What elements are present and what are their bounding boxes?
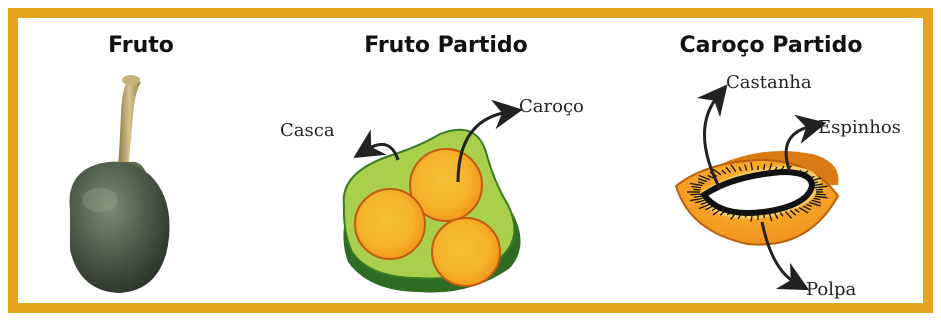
spine [750,162,753,171]
spine [690,193,701,196]
spine [730,164,737,173]
spine [689,197,703,202]
spine [784,210,792,219]
label-castanha: Castanha [726,72,812,93]
spine [738,166,742,172]
spine [802,205,811,211]
spine [719,209,727,216]
spine [805,175,815,181]
split-fruit-illustration [342,128,521,293]
spine [763,213,766,219]
spine [725,166,732,174]
spine [694,195,702,198]
spine [802,174,809,179]
spine [744,164,748,171]
spine [774,212,779,220]
spine [700,201,708,205]
spine [707,174,714,179]
title-fruto-partido: Fruto Partido [364,33,528,58]
spine [774,166,778,172]
spine [814,195,828,199]
spine [813,183,824,187]
spine [813,197,821,201]
spine [712,168,722,176]
arrow-icon [784,114,827,173]
spine [779,165,785,173]
spine [721,169,727,175]
spine [698,203,711,210]
spine [711,206,718,212]
title-fruto: Fruto [108,33,174,58]
spine [798,170,809,178]
spine [794,169,802,176]
spine [689,182,703,187]
label-espinhos: Espinhos [818,117,901,138]
label-casca: Casca [280,120,335,141]
spine [805,203,813,208]
spine [705,205,714,211]
spine [768,213,773,222]
spine [697,181,705,185]
spine [695,199,705,204]
spine [737,212,742,220]
spine [779,211,784,217]
spine [750,213,753,222]
spine [744,213,748,218]
spine [789,169,795,175]
arrow-icon [696,84,728,190]
spine [789,209,797,216]
spine [798,206,809,214]
label-caroco: Caroço [519,96,584,117]
spine [691,185,702,189]
spine [712,208,722,216]
spine [815,193,826,196]
arrow-icon [456,99,523,183]
spine [808,177,821,183]
spine [697,178,708,183]
spine [811,181,819,185]
split-pit-illustration [674,150,840,246]
whole-fruit-illustration [69,75,170,293]
arrow-icon [760,221,810,291]
spine [726,210,732,216]
title-caroco-partido: Caroço Partido [679,33,863,58]
spine [814,185,828,189]
spine [811,199,821,204]
spine [794,208,800,213]
spine [730,211,737,220]
spine [768,162,773,171]
arrow-icon [353,129,400,161]
spine [698,174,711,181]
label-polpa: Polpa [806,279,857,300]
spine [763,164,766,171]
spine [808,201,821,207]
